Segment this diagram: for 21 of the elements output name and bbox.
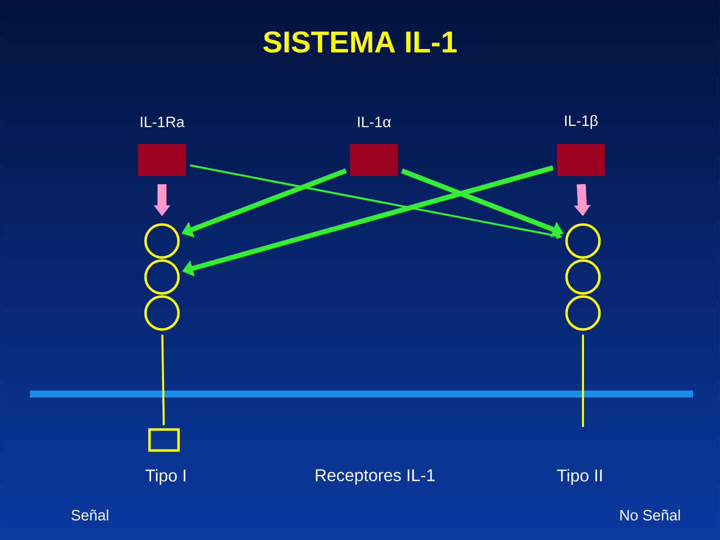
caption-text: Tipo II <box>557 469 602 485</box>
node-label: IL-1Ra <box>140 116 185 128</box>
ligand-box: IL-1Ra <box>138 116 186 176</box>
connector-line <box>161 334 165 426</box>
receptor-domain-circle <box>144 259 180 295</box>
node-label: IL-1α <box>358 116 391 128</box>
connector-line <box>582 334 584 427</box>
caption-text: Tipo I <box>145 469 186 485</box>
receptor-domain-circle <box>565 295 601 331</box>
node-label: IL-1β <box>565 115 598 129</box>
ligand-box: IL-1α <box>350 116 398 176</box>
caption-text: No Señal <box>620 509 680 520</box>
caption-text: Receptores IL-1 <box>316 469 435 485</box>
receptor-domain-circle <box>144 295 180 331</box>
receptor-domain-circle <box>144 223 180 259</box>
title: SISTEMA IL-1 <box>263 31 457 53</box>
signal-domain-box <box>148 428 180 452</box>
caption-text: Señal <box>72 509 108 520</box>
receptor-domain-circle <box>565 223 601 259</box>
receptor-domain-circle <box>565 259 601 295</box>
ligand-box: IL-1β <box>557 115 605 176</box>
